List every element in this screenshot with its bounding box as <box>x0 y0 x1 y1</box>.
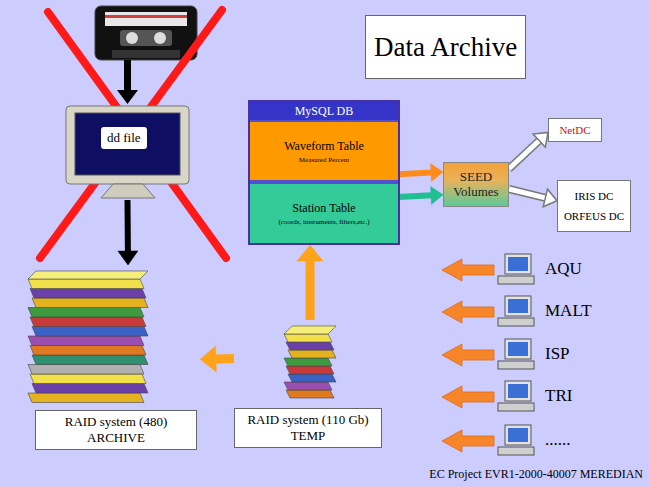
node-text: ORFEUS DC <box>564 210 624 222</box>
node-text: SEED Volumes <box>446 170 506 199</box>
arrow-head <box>118 251 138 265</box>
node-text: Measured Percent <box>299 156 349 164</box>
flow-arrow <box>398 186 443 204</box>
cassette-tape <box>95 6 197 60</box>
tape-arrow <box>117 60 138 104</box>
node-text: Station Table <box>292 201 355 216</box>
table-box: Station Table (coords, instruments, filte… <box>250 184 398 243</box>
node-text: IRIS DC <box>575 190 614 202</box>
computer-label: TRI <box>545 386 572 406</box>
computer-label: AQU <box>545 259 582 279</box>
caption: EC Project EVR1-2000-40007 MEREDIAN <box>429 467 643 482</box>
computer-icon <box>442 254 534 284</box>
arrow-shaft <box>509 189 546 198</box>
flow-arrow <box>509 132 548 168</box>
computer-label: ISP <box>545 344 570 364</box>
flow-arrow <box>509 189 557 207</box>
arrow-head <box>297 245 323 261</box>
arrow-shaft <box>509 140 540 169</box>
cross-out <box>40 10 226 258</box>
data-center-box: NetDC <box>548 118 602 142</box>
arrow-head <box>543 189 557 206</box>
computer-label: ...... <box>545 430 571 450</box>
computer-icon <box>442 425 534 455</box>
raid-temp: RAID system (110 Gb) TEMP <box>234 320 382 448</box>
arrow-shaft <box>125 200 131 252</box>
arrow-shaft <box>215 354 234 364</box>
node-text: NetDC <box>559 124 590 136</box>
node-text: MySQL DB <box>250 102 398 120</box>
monitor: dd file <box>65 105 190 200</box>
table-box: Waveform TableMeasured Percent <box>250 122 398 180</box>
title-box: Data Archive <box>365 15 526 79</box>
monitor-picture <box>65 105 190 200</box>
node-text: dd file <box>101 127 147 149</box>
data-center-box: IRIS DC ORFEUS DC <box>557 180 631 232</box>
node-text: Waveform Table <box>284 139 364 154</box>
flow-arrow <box>297 245 323 320</box>
flow-arrow <box>398 164 443 182</box>
node-text: RAID system (480) ARCHIVE <box>35 410 197 450</box>
arrow-head <box>533 132 548 147</box>
seed-box: SEED Volumes <box>443 162 509 207</box>
flow-arrow <box>200 346 234 372</box>
raid-archive: RAID system (480) ARCHIVE <box>20 265 200 450</box>
arrow-shaft <box>509 189 546 198</box>
arrow-head <box>431 186 443 204</box>
arrow-shaft <box>306 260 315 320</box>
computer-icon <box>442 339 534 369</box>
node-text: RAID system (110 Gb) TEMP <box>234 408 382 448</box>
database-box: MySQL DB Waveform TableMeasured PercentSt… <box>248 100 400 245</box>
arrow-shaft <box>398 195 432 197</box>
computer-label: MALT <box>545 301 592 321</box>
node-text: (coords, instruments, filters,etc.) <box>279 218 370 226</box>
arrow-head <box>200 346 216 372</box>
flow-arrow <box>118 200 138 265</box>
arrow-head <box>431 164 443 182</box>
computer-icon <box>442 381 534 411</box>
arrow-shaft <box>398 172 432 174</box>
arrow-shaft <box>509 140 540 169</box>
computer-group <box>442 254 534 455</box>
computer-icon <box>442 296 534 326</box>
